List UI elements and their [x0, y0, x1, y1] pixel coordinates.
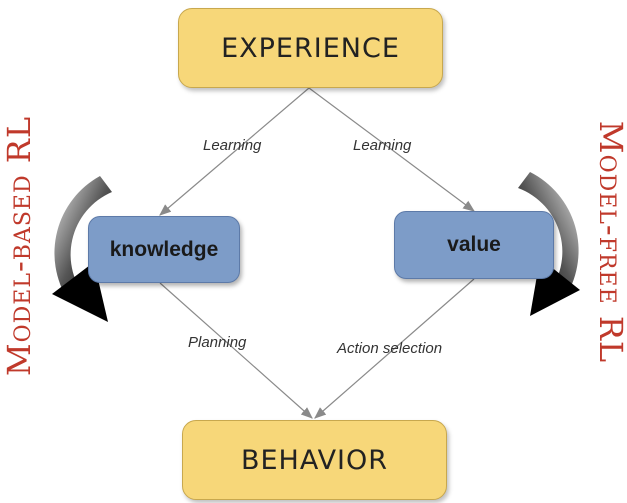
knowledge-node: knowledge	[88, 216, 240, 283]
edge-experience-knowledge	[159, 87, 310, 216]
experience-node: EXPERIENCE	[178, 8, 443, 88]
edge-label-learning-left: Learning	[203, 137, 262, 154]
model-free-rl-title: Model-free RL	[592, 120, 627, 364]
edge-label-learning-right: Learning	[353, 137, 412, 154]
knowledge-label: knowledge	[109, 237, 219, 261]
experience-label: EXPERIENCE	[221, 32, 400, 64]
edge-experience-value	[308, 87, 475, 212]
edge-label-planning: Planning	[188, 334, 247, 351]
edge-label-action-selection: Action selection	[337, 340, 443, 357]
behavior-label: BEHAVIOR	[240, 444, 389, 476]
value-node: value	[394, 211, 554, 279]
behavior-node: BEHAVIOR	[182, 420, 447, 500]
edge-knowledge-behavior	[159, 282, 313, 419]
value-label: value	[447, 233, 501, 256]
edge-value-behavior	[314, 278, 475, 419]
model-based-rl-title: Model-based RL	[0, 115, 38, 377]
